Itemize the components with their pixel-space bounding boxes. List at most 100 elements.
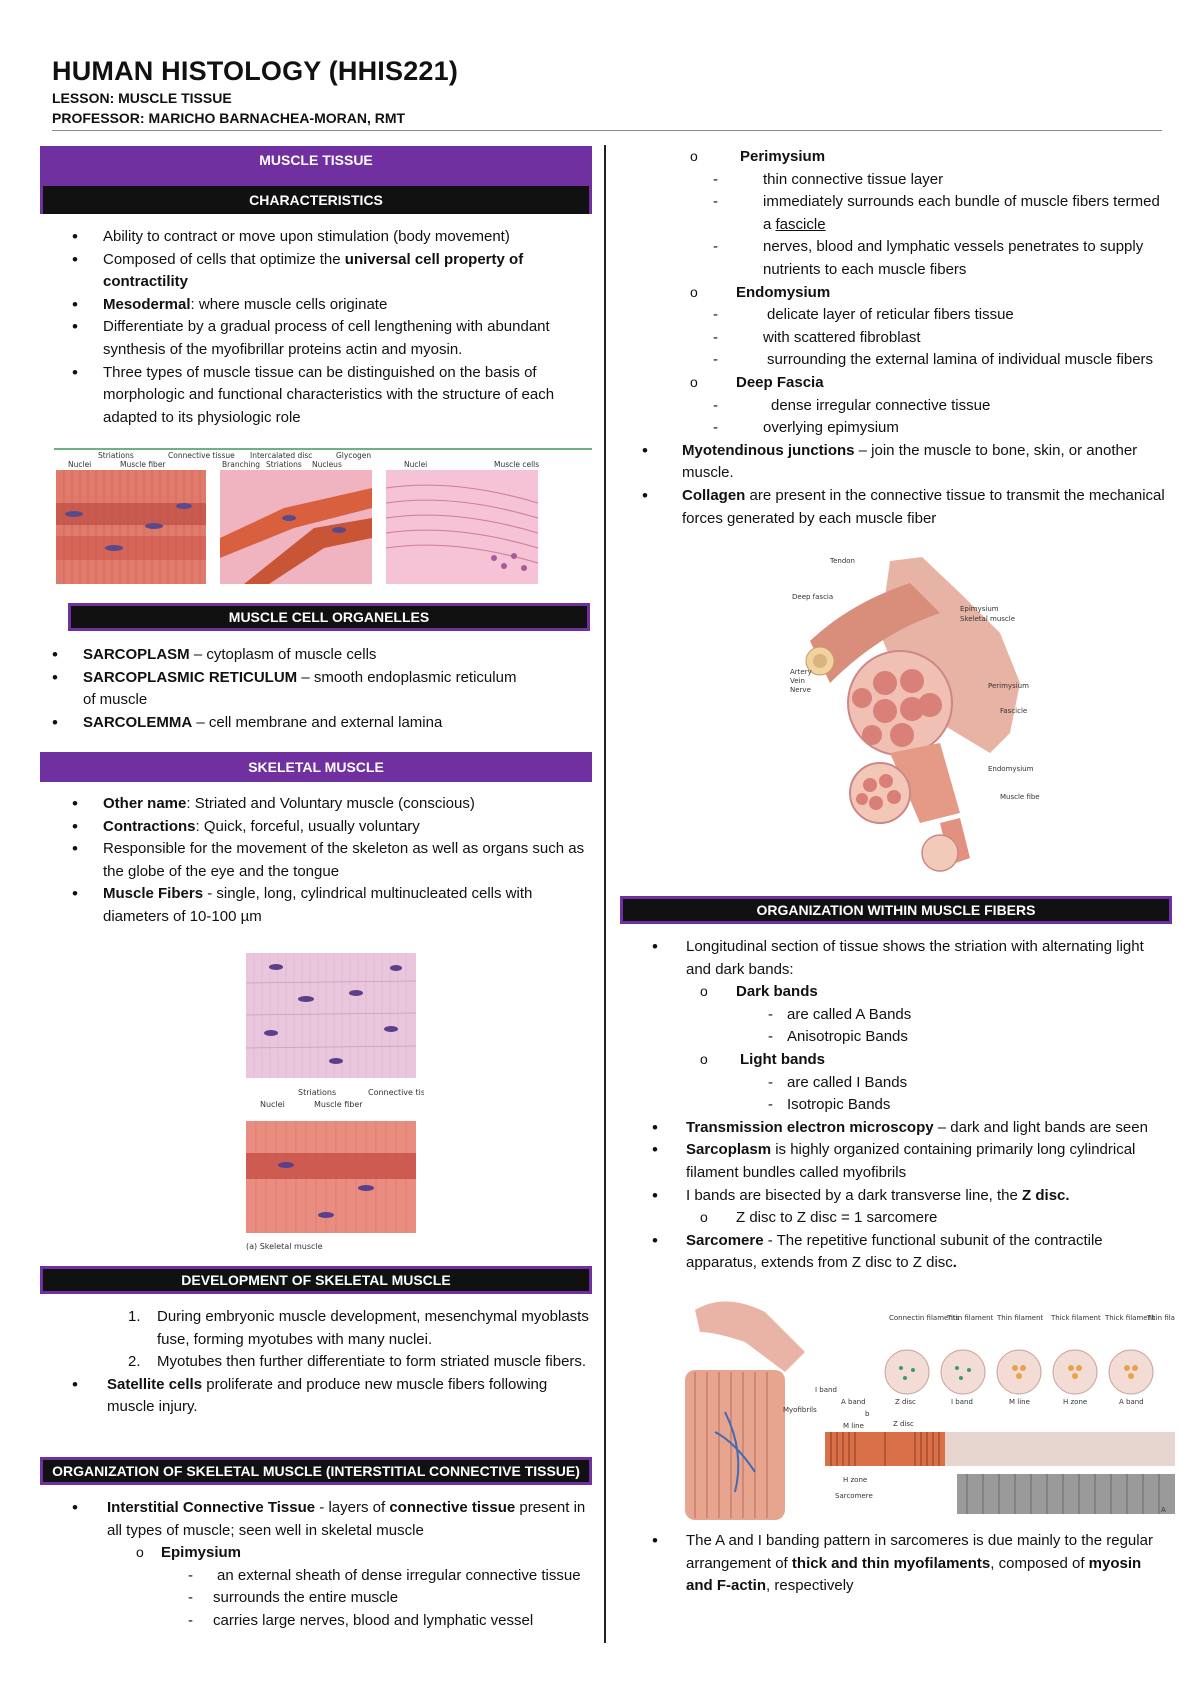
- sub-item: Deep Fascia: [610, 371, 1170, 395]
- band-detail: are called I Bands: [787, 1073, 908, 1091]
- fig4-label: H zone: [843, 1476, 867, 1484]
- characteristics-list: Ability to contract or move upon stimula…: [40, 226, 592, 429]
- fig1-label: Muscle fiber: [120, 460, 166, 469]
- list-item: I bands are bisected by a dark transvers…: [620, 1185, 1172, 1208]
- list-item: Ability to contract or move upon stimula…: [40, 226, 592, 249]
- sub-item: Light bands: [620, 1048, 1172, 1072]
- muscle-tissue-heading: MUSCLE TISSUE: [259, 152, 373, 168]
- interstitial-section: ORGANIZATION OF SKELETAL MUSCLE (INTERST…: [40, 1457, 592, 1633]
- definition: The A and I banding pattern in sarcomere…: [686, 1532, 1153, 1572]
- right-column-top: Perimysium thin connective tissue layer …: [610, 145, 1170, 530]
- skeletal-muscle-figure: Striations Connective tissue Nuclei Musc…: [245, 953, 439, 1253]
- band-name: Light bands: [740, 1050, 825, 1068]
- definition: – join the muscle to bone, skin, or anot…: [682, 441, 1138, 482]
- sub-sub-item: Anisotropic Bands: [620, 1026, 1172, 1049]
- term: Transmission electron microscopy: [686, 1118, 934, 1136]
- sub-sub-item: with scattered fibroblast: [610, 327, 1170, 350]
- definition: Longitudinal section of tissue shows the…: [686, 938, 1144, 978]
- layer-detail: nerves, blood and lymphatic vessels pene…: [763, 238, 1144, 278]
- fig2-label: Connective tissue: [368, 1088, 424, 1097]
- layer-name: Epimysium: [161, 1544, 242, 1562]
- list-item: Interstitial Connective Tissue - layers …: [40, 1497, 592, 1542]
- fig2-label: Striations: [298, 1088, 336, 1097]
- skeletal-section: SKELETAL MUSCLE Other name: Striated and…: [40, 752, 592, 929]
- list-item: SARCOLEMMA – cell membrane and external …: [20, 712, 600, 735]
- band-name: Dark bands: [736, 983, 818, 1001]
- list-item: Sarcomere - The repetitive functional su…: [620, 1230, 1172, 1275]
- term: Other name: [103, 795, 187, 812]
- left-column: MUSCLE TISSUE CHARACTERISTICS Ability to…: [40, 146, 592, 429]
- list-item: Collagen are present in the connective t…: [610, 485, 1170, 530]
- fig4-label: Thick filament: [1104, 1314, 1155, 1322]
- organelles-list-wrap: SARCOPLASM – cytoplasm of muscle cells S…: [40, 644, 600, 734]
- fig1-label: Glycogen: [336, 451, 371, 460]
- fig3-label: Deep fascia: [792, 593, 833, 601]
- sub-sub-item: overlying epimysium: [610, 417, 1170, 440]
- punctuation: .: [952, 1254, 957, 1272]
- muscle-tissue-banner: MUSCLE TISSUE CHARACTERISTICS: [40, 146, 592, 214]
- step-text: Myotubes then further differentiate to f…: [157, 1353, 587, 1371]
- definition: – cytoplasm of muscle cells: [189, 646, 377, 663]
- fig4-label: H zone: [1063, 1398, 1087, 1406]
- definition: are present in the connective tissue to …: [682, 486, 1165, 527]
- layer-detail: immediately surrounds each bundle of mus…: [763, 193, 1160, 233]
- development-section: DEVELOPMENT OF SKELETAL MUSCLE 1.During …: [40, 1266, 592, 1419]
- list-item: Responsible for the movement of the skel…: [40, 838, 592, 883]
- development-heading: DEVELOPMENT OF SKELETAL MUSCLE: [40, 1266, 592, 1294]
- term: SARCOPLASM: [83, 646, 190, 663]
- fig1-label: Striations: [98, 451, 134, 460]
- layer-name: Deep Fascia: [736, 373, 824, 391]
- layer-detail: delicate layer of reticular fibers tissu…: [767, 306, 1014, 324]
- definition: – cell membrane and external lamina: [192, 713, 443, 731]
- list-item: Muscle Fibers - single, long, cylindrica…: [40, 883, 592, 928]
- definition: I bands are bisected by a dark transvers…: [686, 1186, 1023, 1204]
- fig1-label: Striations: [266, 460, 302, 469]
- char-text: Differentiate by a gradual process of ce…: [103, 318, 550, 358]
- band-detail: are called A Bands: [787, 1005, 912, 1023]
- list-item: 2.Myotubes then further differentiate to…: [128, 1353, 587, 1371]
- development-steps: 1.During embryonic muscle development, m…: [40, 1306, 592, 1374]
- development-list: Satellite cells proliferate and produce …: [40, 1374, 592, 1419]
- fig4-label: Z disc: [895, 1398, 916, 1406]
- muscle-anatomy-illustration: Tendon Deep fascia Epimysium Skeletal mu…: [790, 557, 1040, 872]
- banding-section: The A and I banding pattern in sarcomere…: [620, 1530, 1172, 1598]
- fig3-label: Nerve: [790, 686, 811, 694]
- definition: present in all types of muscle; seen wel…: [107, 1499, 586, 1539]
- sub-item: Z disc to Z disc = 1 sarcomere: [620, 1206, 1172, 1230]
- term: myosin and F-actin: [686, 1554, 1142, 1595]
- sub-sub-item: an external sheath of dense irregular co…: [40, 1565, 592, 1588]
- sub-item: Endomysium: [610, 281, 1170, 305]
- fig3-label: Artery: [790, 668, 812, 676]
- fig3-label: Endomysium: [988, 765, 1034, 773]
- organelles-section: MUSCLE CELL ORGANELLES: [68, 603, 590, 631]
- within-fibers-list-3: Sarcomere - The repetitive functional su…: [620, 1230, 1172, 1275]
- fig4-label: A band: [1119, 1398, 1144, 1406]
- list-item: Mesodermal: where muscle cells originate: [40, 294, 592, 317]
- fig1-label: Muscle cells: [494, 460, 539, 469]
- characteristics-heading: CHARACTERISTICS: [43, 186, 589, 214]
- term: Z disc.: [1022, 1186, 1070, 1204]
- fig3-label: Fascicle: [1000, 707, 1027, 715]
- definition: , composed of: [990, 1554, 1089, 1572]
- band-detail: Anisotropic Bands: [787, 1028, 908, 1046]
- layer-detail: surrounds the entire muscle: [213, 1589, 399, 1607]
- term: Myotendinous junctions: [682, 441, 855, 459]
- fig4-label: M line: [1009, 1398, 1030, 1406]
- list-item: Longitudinal section of tissue shows the…: [620, 936, 1172, 981]
- sub-sub-item: thin connective tissue layer: [610, 169, 1170, 192]
- banding-list: The A and I banding pattern in sarcomere…: [620, 1530, 1172, 1598]
- document-title: HUMAN HISTOLOGY (HHIS221): [52, 56, 459, 86]
- muscle-types-figure: Striations Connective tissue Nuclei Musc…: [54, 448, 592, 586]
- fig1-label: Intercalated disc: [250, 451, 312, 460]
- fig2-label: Nuclei: [260, 1100, 285, 1109]
- list-item: SARCOPLASM – cytoplasm of muscle cells: [20, 644, 600, 667]
- list-item: Composed of cells that optimize the univ…: [40, 249, 592, 294]
- fig4-label: A band: [841, 1398, 866, 1406]
- term: SARCOLEMMA: [83, 713, 193, 731]
- definition: proliferate and produce new muscle fiber…: [107, 1375, 548, 1416]
- muscle-anatomy-figure: Tendon Deep fascia Epimysium Skeletal mu…: [790, 553, 1048, 883]
- fig4-label: I band: [815, 1386, 837, 1394]
- fig1-label: Connective tissue: [168, 451, 235, 460]
- definition: : Striated and Voluntary muscle (conscio…: [186, 795, 475, 812]
- fig3-label: Muscle fibe: [1000, 793, 1040, 801]
